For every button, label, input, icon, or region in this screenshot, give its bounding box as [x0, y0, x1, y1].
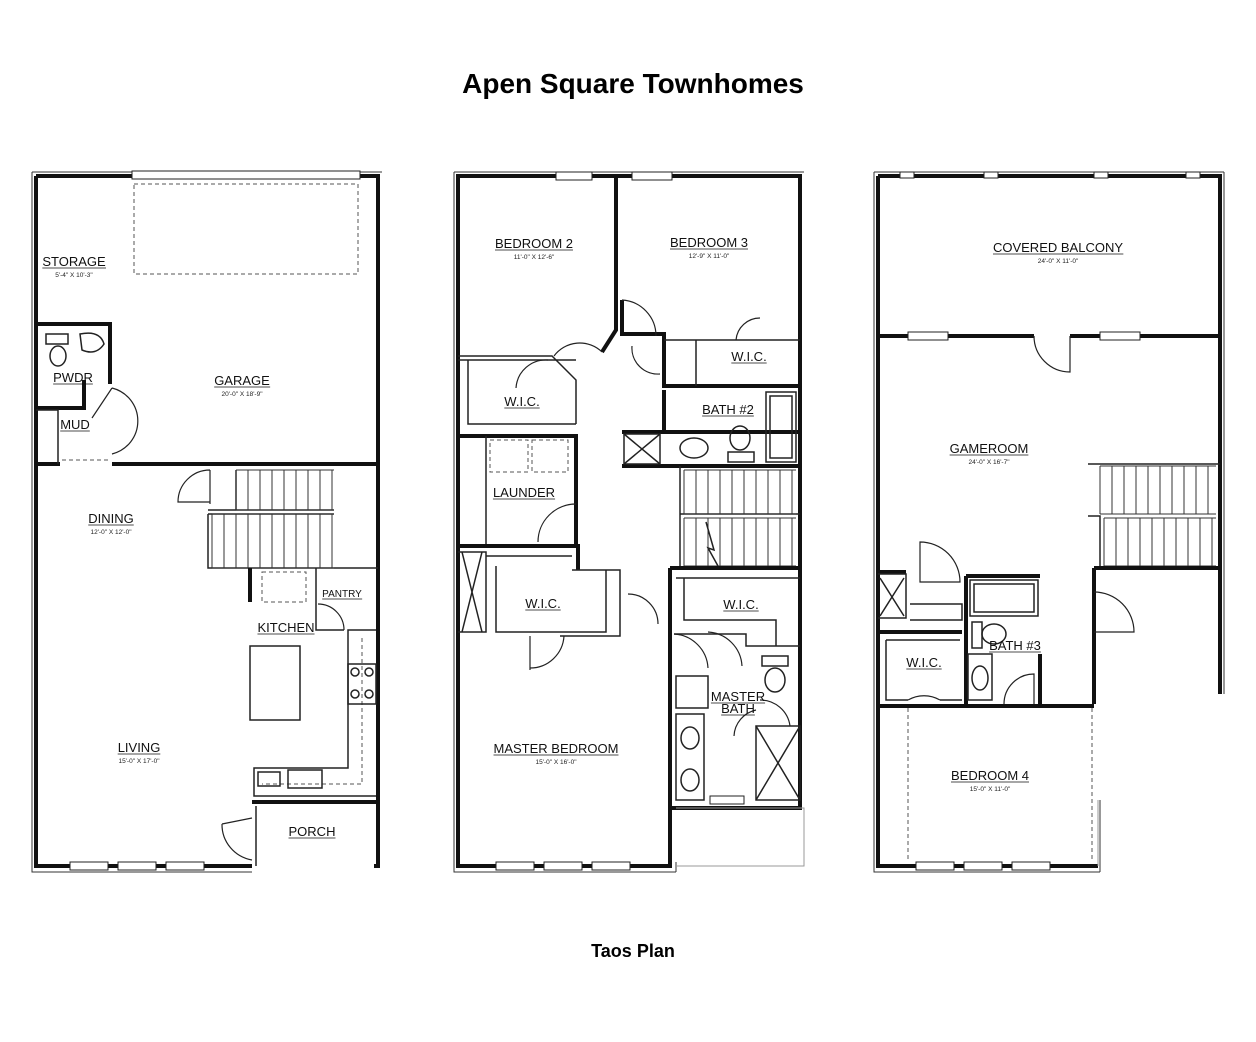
room-label-wic-bed3: W.I.C.: [731, 349, 766, 364]
room-label-dining: DINING: [88, 511, 134, 526]
second-floor-plan: [453, 171, 805, 873]
room-dims-living: 15'-0" X 17'-0": [118, 758, 160, 765]
room-label-bedroom-3: BEDROOM 3: [670, 235, 748, 250]
room-label-master-bedroom: MASTER BEDROOM: [494, 741, 619, 756]
room-label-mud: MUD: [60, 417, 90, 432]
room-label-wic-bed2: W.I.C.: [504, 394, 539, 409]
room-label-bath-3: BATH #3: [989, 638, 1041, 653]
room-dims-gameroom: 24'-0" X 16'-7": [968, 459, 1010, 466]
room-dims-bedroom-4: 15'-0" X 11'-0": [970, 786, 1011, 793]
room-dims-dining: 12'-0" X 12'-0": [90, 529, 132, 536]
room-label-wic-master-right: W.I.C.: [723, 597, 758, 612]
room-label-bedroom-2: BEDROOM 2: [495, 236, 573, 251]
room-label-covered-balcony: COVERED BALCONY: [993, 240, 1123, 255]
room-label-master-bath-line2: BATH: [721, 701, 755, 716]
room-label-bedroom-4: BEDROOM 4: [951, 768, 1029, 783]
room-dims-master-bedroom: 15'-0" X 16'-0": [535, 759, 577, 766]
plan-name: Taos Plan: [591, 941, 675, 961]
room-dims-covered-balcony: 24'-0" X 11'-0": [1038, 258, 1079, 265]
room-dims-bedroom-3: 12'-9" X 11'-0": [689, 253, 730, 260]
room-label-living: LIVING: [118, 740, 161, 755]
room-dims-storage: 5'-4" X 10'-3": [55, 272, 93, 279]
sheet-title: Apen Square Townhomes: [462, 68, 804, 99]
room-label-pwdr: PWDR: [53, 370, 93, 385]
room-label-porch: PORCH: [289, 824, 336, 839]
third-floor-plan: [873, 171, 1225, 873]
room-label-gameroom: GAMEROOM: [950, 441, 1029, 456]
first-floor-plan: [31, 170, 382, 873]
room-label-wic-master-left: W.I.C.: [525, 596, 560, 611]
room-dims-garage: 20'-0" X 18'-9": [221, 391, 263, 398]
room-label-bath-2: BATH #2: [702, 402, 754, 417]
room-label-wic-bed4: W.I.C.: [906, 655, 941, 670]
room-label-master-bath-line1: MASTER: [711, 689, 765, 704]
room-label-kitchen: KITCHEN: [257, 620, 314, 635]
room-dims-bedroom-2: 11'-0" X 12'-6": [514, 254, 555, 261]
room-label-storage: STORAGE: [42, 254, 106, 269]
room-label-pantry: PANTRY: [322, 589, 362, 600]
room-label-launder: LAUNDER: [493, 485, 555, 500]
room-label-garage: GARAGE: [214, 373, 270, 388]
